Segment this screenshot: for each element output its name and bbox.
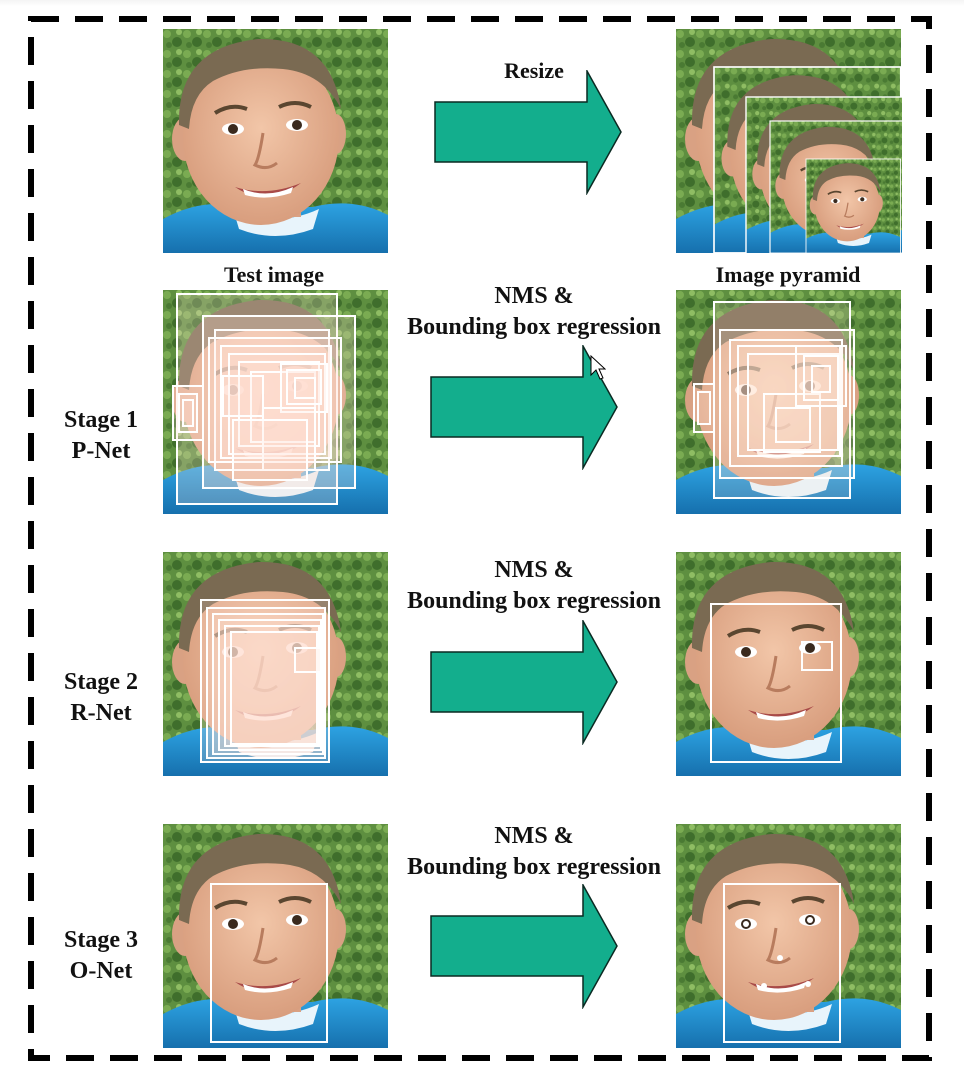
stage-1-input-image xyxy=(163,290,388,514)
stage-2-output-image xyxy=(676,552,902,776)
stage-1-arrow-label-line-1: NMS & xyxy=(494,283,574,309)
test-image xyxy=(163,29,388,253)
stage-3-arrow-label-line-2: Bounding box regression xyxy=(407,854,661,880)
stage-1-net-label: P-Net xyxy=(71,438,131,464)
test-image-caption: Test image xyxy=(223,262,325,287)
stage-3-arrow xyxy=(430,884,618,1009)
image-pyramid-caption: Image pyramid xyxy=(715,262,861,287)
stage-2-label: Stage 2 xyxy=(64,669,138,695)
mouse-pointer-icon xyxy=(590,355,606,380)
resize-arrow xyxy=(434,70,622,195)
stage-1-arrow-label-line-2: Bounding box regression xyxy=(407,314,661,340)
stage-2-input-image xyxy=(163,552,388,776)
stage-3-output-image xyxy=(676,824,902,1048)
stage-1-output-image xyxy=(676,290,902,514)
stage-3-arrow-label-line-1: NMS & xyxy=(494,823,574,849)
window-top-edge xyxy=(0,0,964,6)
stage-1-label: Stage 1 xyxy=(64,407,138,433)
landmark-left-eye xyxy=(743,921,749,927)
stage-2-net-label: R-Net xyxy=(70,700,132,726)
stage-2-arrow xyxy=(430,620,618,745)
landmark-mouth-right xyxy=(805,981,811,987)
stage-1-arrow xyxy=(430,345,618,470)
stage-2-arrow-label-line-2: Bounding box regression xyxy=(407,588,661,614)
image-pyramid xyxy=(676,29,902,253)
stage-3-input-image xyxy=(163,824,388,1048)
landmark-right-eye xyxy=(807,917,813,923)
landmark-nose xyxy=(777,955,783,961)
landmark-mouth-left xyxy=(761,983,767,989)
stage-2-arrow-label-line-1: NMS & xyxy=(494,557,574,583)
stage-3-net-label: O-Net xyxy=(69,958,133,984)
resize-label: Resize xyxy=(504,58,564,83)
stage-3-label: Stage 3 xyxy=(64,927,138,953)
